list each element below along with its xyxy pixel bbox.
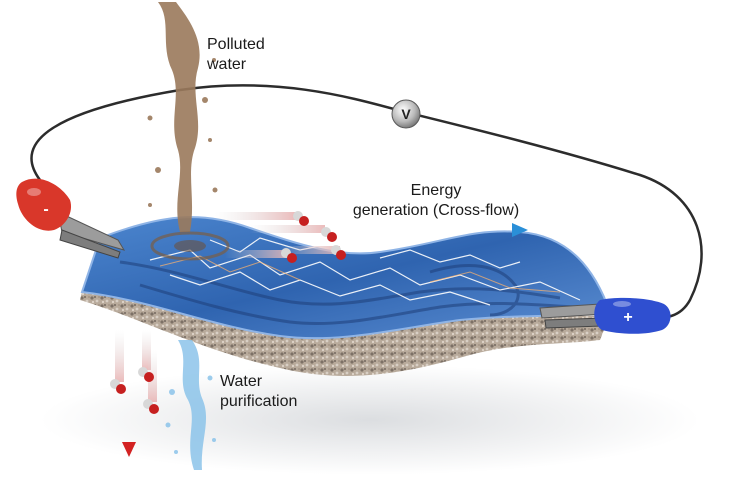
polluted-water-label-line2: water [207, 56, 247, 73]
drain-arrow [122, 340, 136, 457]
energy-generation-label: Energy generation (Cross-flow) [331, 181, 541, 221]
polluted-water-label: Polluted water [207, 35, 265, 75]
voltmeter-label: V [401, 106, 411, 122]
water-purification-label-line2: purification [220, 393, 298, 410]
ground-shadow [40, 365, 700, 475]
negative-terminal-label: - [43, 201, 48, 218]
water-purification-label-line1: Water [220, 373, 263, 390]
water-purification-label: Water purification [220, 372, 297, 412]
ion-trails [215, 212, 340, 258]
voltmeter-icon: V [391, 99, 421, 129]
splash-ring [150, 231, 230, 261]
polluted-water-label-line1: Polluted [207, 36, 265, 53]
negative-clip: - [16, 178, 126, 259]
membrane-channels [119, 260, 591, 326]
clean-water-splash [165, 340, 216, 470]
gravel-substrate [80, 292, 610, 376]
positive-terminal-label: + [623, 309, 632, 326]
drained-molecules [110, 367, 159, 414]
circuit-wire [30, 84, 703, 320]
positive-clip: + [539, 297, 671, 334]
polluted-water-stream [147, 2, 218, 232]
energy-generation-label-line2: generation (Cross-flow) [352, 202, 520, 219]
energy-generation-label-line1: Energy [410, 182, 462, 199]
energy-flow-arrow [320, 223, 528, 237]
water-molecules [281, 211, 346, 263]
